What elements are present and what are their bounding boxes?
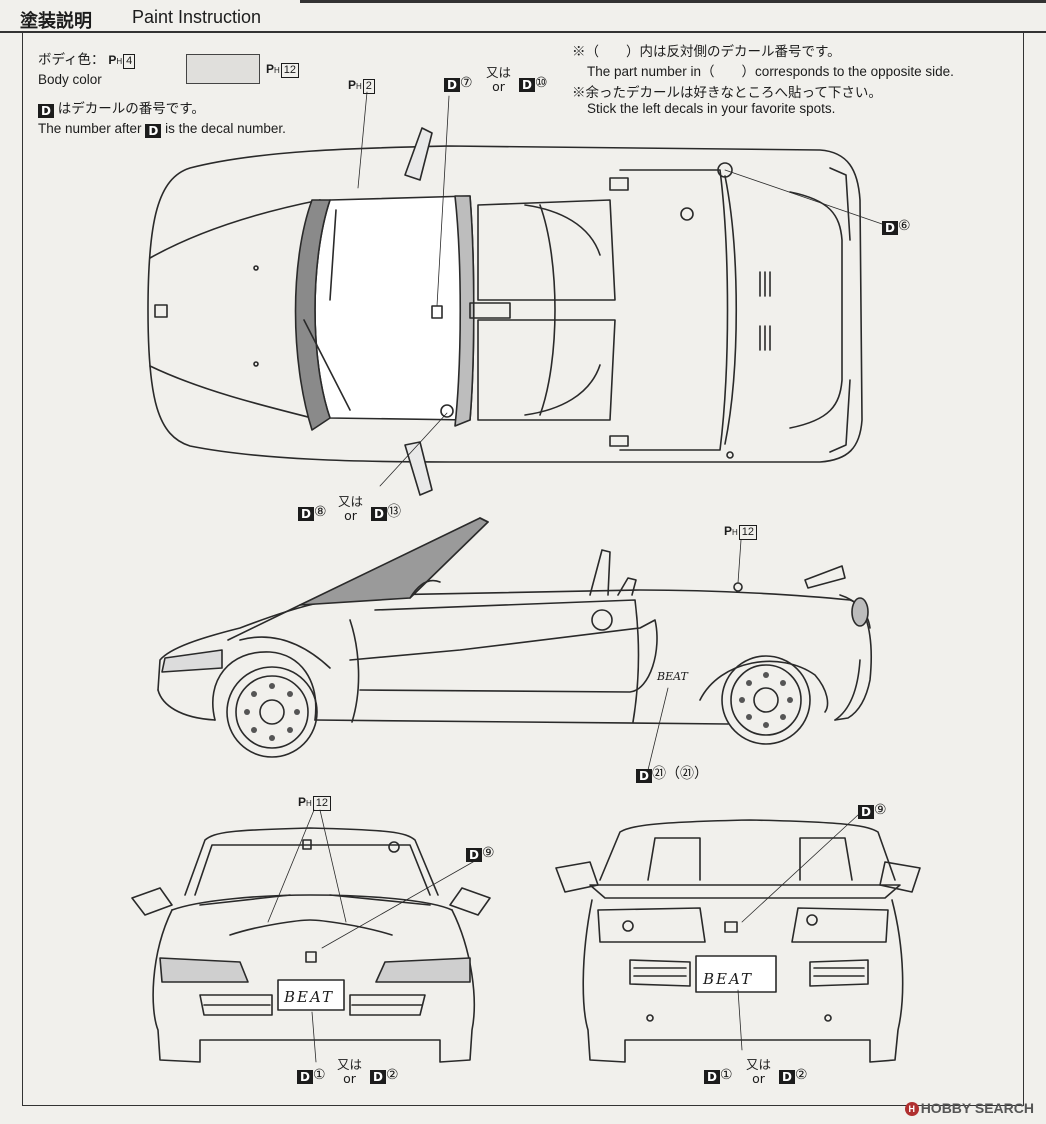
or-en: or — [343, 1070, 356, 1086]
front-view-car — [131, 827, 491, 1063]
body-color-swatch — [186, 54, 260, 84]
side-view-car — [157, 517, 872, 758]
decal-d-mark: D — [704, 1070, 720, 1084]
title-japanese: 塗装説明 — [20, 11, 92, 32]
paint-number: 12 — [738, 525, 758, 540]
top-view-car — [147, 127, 863, 496]
decal-d-mark: D — [466, 848, 482, 862]
paint-p: P — [724, 524, 733, 538]
decal-d-mark: D — [779, 1070, 795, 1084]
paint-p: P — [298, 795, 307, 809]
hobby-search-logo-icon: H — [904, 1102, 919, 1116]
title-english: Paint Instruction — [132, 7, 262, 27]
decal-d-mark: D — [297, 1070, 313, 1084]
decal-number: ⑧ — [314, 503, 327, 519]
decal-number: ① — [313, 1066, 326, 1082]
decal-note-ja-text: はデカールの番号です。 — [57, 101, 205, 116]
paint-h: H — [356, 82, 362, 91]
decal-number: ㉑（㉑） — [652, 765, 708, 781]
paint-number: 12 — [280, 63, 300, 78]
decal-number: ② — [386, 1066, 399, 1082]
or-en: or — [752, 1070, 765, 1086]
decal-number: ⑥ — [898, 217, 911, 233]
decal-note-en-before: The number after — [38, 121, 142, 136]
or-ja: 又は — [337, 1057, 363, 1072]
or-ja: 又は — [746, 1057, 772, 1072]
decal-number: ② — [795, 1066, 808, 1082]
paint-p: P — [348, 78, 357, 92]
or-en: or — [344, 507, 357, 523]
header-topbar — [300, 0, 1046, 3]
decal-d-mark: D — [636, 769, 652, 783]
decal-d-mark: D — [370, 1070, 386, 1084]
decal-number: ① — [720, 1066, 733, 1082]
side-beat-logo: BEAT — [657, 670, 688, 683]
decal-number: ⑬ — [387, 503, 401, 519]
decal-number: ⑨ — [482, 844, 495, 860]
note-2-en: Stick the left decals in your favorite s… — [587, 101, 836, 116]
body-color-label-en: Body color — [38, 72, 102, 87]
decal-number: ⑦ — [460, 74, 473, 90]
or-ja: 又は — [486, 65, 512, 80]
decal-note-en-after: is the decal number. — [165, 121, 286, 136]
decal-number: ⑨ — [874, 801, 887, 817]
decal-d-mark: D — [38, 104, 54, 118]
note-2-ja: ※余ったデカールは好きなところへ貼って下さい。 — [572, 85, 882, 100]
decal-number: ⑩ — [535, 74, 548, 90]
decal-d-mark: D — [519, 78, 535, 92]
decal-note-ja: D はデカールの番号です。 — [38, 101, 205, 118]
paint-number: 2 — [362, 79, 375, 94]
paint-h: H — [306, 799, 312, 808]
paint-p: P — [266, 62, 275, 76]
rear-view-car — [555, 819, 921, 1063]
paint-number: 4 — [123, 54, 136, 69]
front-beat-plate-text: BEAT — [284, 988, 334, 1006]
paint-h: H — [274, 66, 280, 75]
instruction-frame — [22, 32, 1024, 1106]
note-1-ja: ※（ ）内は反対側のデカール番号です。 — [572, 44, 841, 59]
paint-h: H — [116, 57, 123, 66]
rear-beat-plate-text: BEAT — [703, 970, 753, 988]
decal-d-mark: D — [371, 507, 387, 521]
paint-p: P — [108, 53, 117, 67]
note-1-en: The part number in（ ）corresponds to the … — [587, 64, 954, 79]
paint-h: H — [732, 528, 738, 537]
or-en: or — [492, 78, 505, 94]
body-color-ja-text: ボディ色： — [38, 52, 105, 67]
paint-number: 12 — [312, 796, 332, 811]
decal-note-en: The number after D is the decal number. — [38, 121, 286, 138]
decal-d-mark: D — [882, 221, 898, 235]
decal-d-mark: D — [858, 805, 874, 819]
decal-d-mark: D — [444, 78, 460, 92]
decal-d-mark: D — [145, 124, 162, 138]
decal-d-mark: D — [298, 507, 314, 521]
watermark-text: HOBBY SEARCH — [920, 1100, 1034, 1116]
or-ja: 又は — [338, 494, 364, 509]
wheel-holes — [244, 672, 793, 741]
